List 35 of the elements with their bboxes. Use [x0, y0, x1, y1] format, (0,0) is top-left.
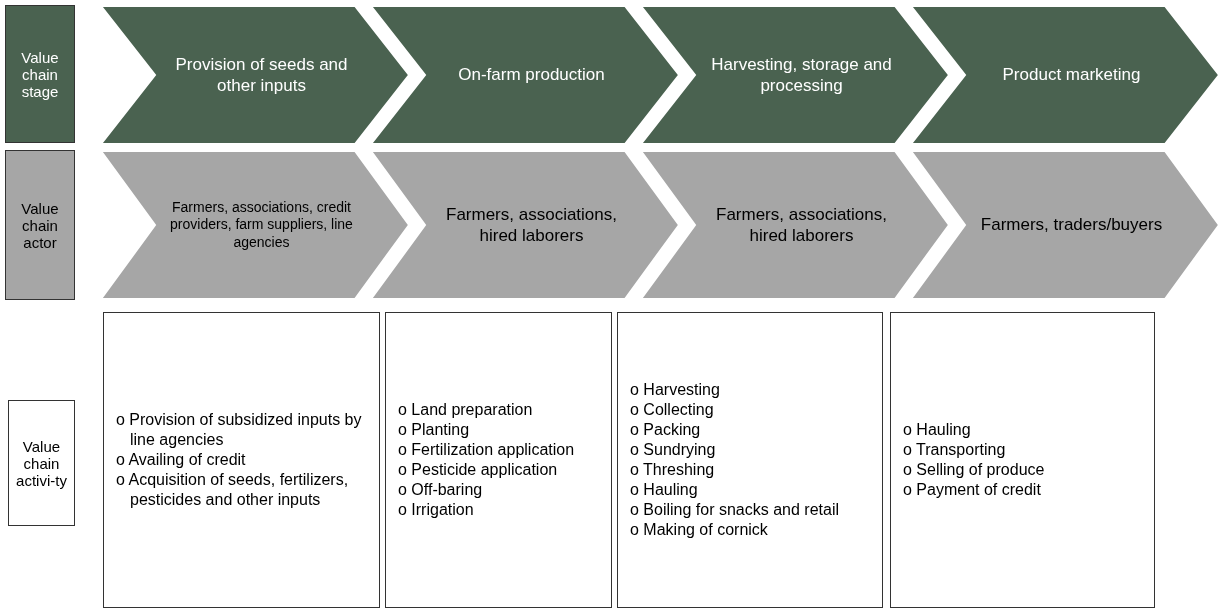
- chevron-text: Provision of seeds and other inputs: [174, 53, 349, 97]
- activity-item: o Collecting: [630, 400, 715, 420]
- chevron-text: Farmers, associations, hired laborers: [715, 203, 888, 247]
- activity-item: o Pesticide application: [398, 460, 559, 480]
- chevron-text: Harvesting, storage and processing: [710, 53, 893, 97]
- activity-item: o Availing of credit: [116, 450, 247, 470]
- activity-item: o Making of cornick: [630, 520, 769, 540]
- activity-item: o Harvesting: [630, 380, 721, 400]
- activity-item: o Fertilization application: [398, 440, 575, 460]
- chevron-text: On-farm production: [458, 64, 605, 86]
- activity-item: o Irrigation: [398, 500, 475, 520]
- activity-box: [385, 312, 612, 608]
- chevron-text: Farmers, traders/buyers: [980, 214, 1163, 236]
- activity-item: o Transporting: [903, 440, 1007, 460]
- activity-item: o Land preparation: [398, 400, 534, 420]
- row-label: Value chain activi-ty: [8, 400, 75, 526]
- activity-item: o Selling of produce: [903, 460, 1045, 480]
- activity-item: o Packing: [630, 420, 702, 440]
- activity-item: o Hauling: [903, 420, 972, 440]
- activity-box: [890, 312, 1155, 608]
- activity-item: o Boiling for snacks and retail: [630, 500, 839, 520]
- activity-item: o Threshing: [630, 460, 716, 480]
- row-label: Value chain stage: [5, 5, 75, 143]
- activity-box: [617, 312, 883, 608]
- activity-item: o Planting: [398, 420, 471, 440]
- activity-item: o Sundrying: [630, 440, 717, 460]
- chevron-text: Farmers, associations, credit providers, farm suppliers, line agencies: [169, 198, 354, 252]
- activity-box: [103, 312, 380, 608]
- activity-item: o Payment of credit: [903, 480, 1042, 500]
- activity-item: o Acquisition of seeds, fertilizers, pesticides and other inputs: [116, 470, 350, 510]
- activity-item: o Hauling: [630, 480, 699, 500]
- activity-item: o Off-baring: [398, 480, 484, 500]
- row-label: Value chain actor: [5, 150, 75, 300]
- chevron-text: Product marketing: [1002, 64, 1141, 86]
- chevron-text: Farmers, associations, hired laborers: [445, 203, 618, 247]
